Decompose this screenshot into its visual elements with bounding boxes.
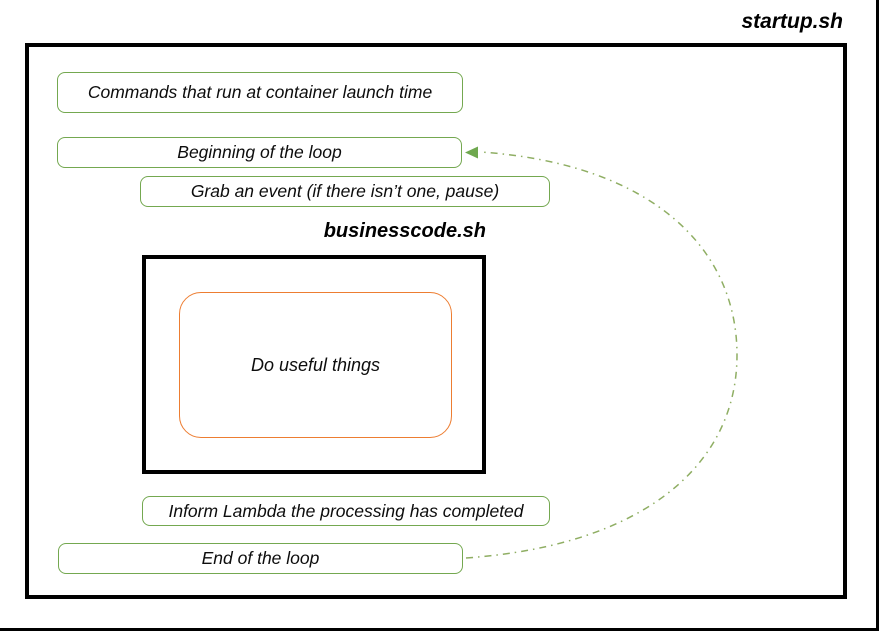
step-grab-event: Grab an event (if there isn’t one, pause… [140,176,550,207]
image-edge-right [876,0,879,631]
step-end-of-loop: End of the loop [58,543,463,574]
step-inform-lambda: Inform Lambda the processing has complet… [142,496,550,526]
inner-script-title: businesscode.sh [323,220,486,242]
image-edge-bottom [0,628,879,631]
step-beginning-of-loop: Beginning of the loop [57,137,462,168]
outer-script-title: startup.sh [741,10,843,33]
do-useful-things-box: Do useful things [179,292,452,438]
step-container-launch-commands: Commands that run at container launch ti… [57,72,463,113]
startup-script-container [25,43,847,599]
